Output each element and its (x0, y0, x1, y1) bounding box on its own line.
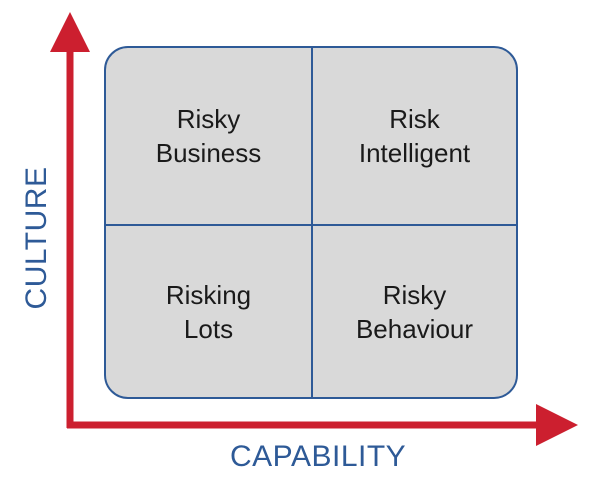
quadrant-risk-intelligent: Risk Intelligent (313, 48, 516, 224)
vertical-divider (311, 48, 313, 397)
quadrant-label-line1: Risk (389, 104, 440, 134)
x-axis-label: CAPABILITY (230, 440, 407, 473)
quadrant-label-line2: Business (155, 138, 262, 168)
quadrant-risking-lots: Risking Lots (106, 226, 311, 397)
quadrant-label-line2: Intelligent (358, 138, 471, 168)
horizontal-divider (106, 224, 516, 226)
quadrant-matrix: Risky Business Risk Intelligent Risking … (104, 46, 518, 399)
quadrant-risky-behaviour: Risky Behaviour (313, 226, 516, 397)
quadrant-label-line1: Risking (165, 279, 252, 310)
quadrant-label-line2: Behaviour (355, 313, 474, 344)
x-axis-arrowhead (536, 404, 578, 446)
quadrant-label-line1: Risky (176, 104, 241, 134)
y-axis-label: CULTURE (20, 166, 53, 310)
quadrant-risky-business: Risky Business (106, 48, 311, 224)
quadrant-label-line1: Risky (382, 279, 447, 310)
quadrant-label-line2: Lots (183, 313, 234, 344)
y-axis-arrowhead (50, 12, 90, 52)
